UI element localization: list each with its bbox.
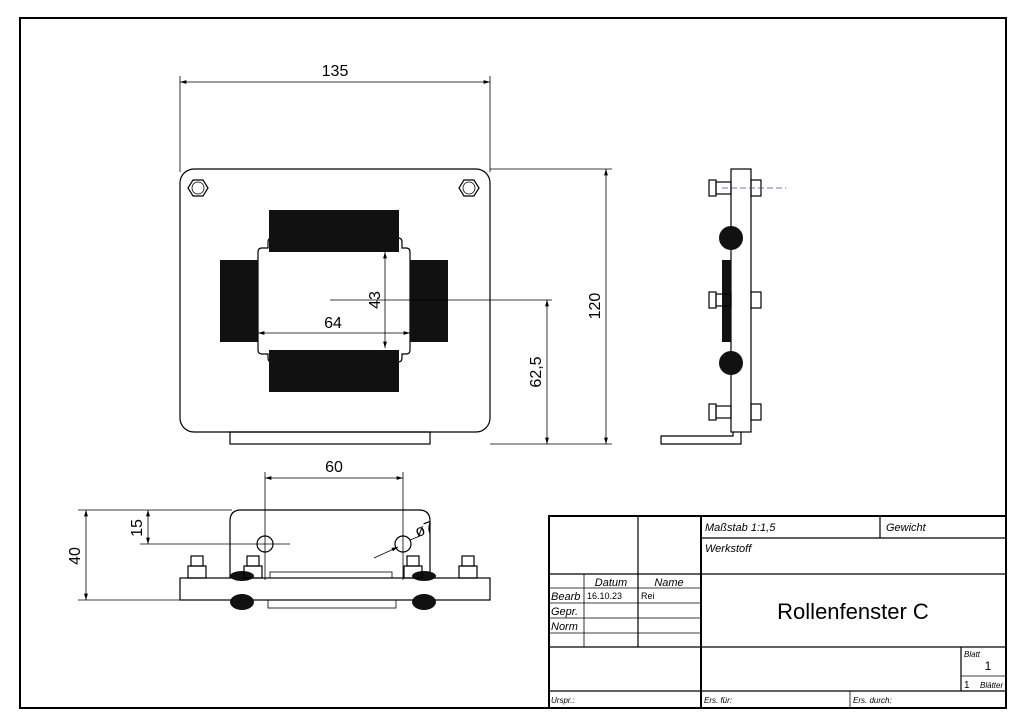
top-nut-2 xyxy=(243,555,263,579)
side-bolt-middle xyxy=(708,291,762,309)
top-nut-3 xyxy=(403,555,423,579)
tb-scale: Maßstab 1:1,5 xyxy=(705,522,776,534)
tb-replaces: Ers. für: xyxy=(704,696,732,705)
dim-height-40: 40 xyxy=(67,547,84,565)
tb-sheet-no: 1 xyxy=(985,659,992,673)
dim-height-62-5: 62,5 xyxy=(528,356,545,387)
bolt-head-left xyxy=(187,179,209,197)
tb-origin: Urspr.: xyxy=(551,696,575,705)
roller-top xyxy=(269,210,399,252)
tb-sheets-label: Blätter xyxy=(980,681,1003,690)
front-view xyxy=(179,168,552,445)
dim-gap-43: 43 xyxy=(367,291,384,309)
top-base-plate xyxy=(179,577,491,601)
tb-row-norm: Norm xyxy=(551,621,578,633)
wheel-right xyxy=(412,594,436,610)
tb-replaced-by: Ers. durch: xyxy=(853,696,892,705)
tb-col-name: Name xyxy=(654,577,683,589)
top-flange-lower xyxy=(267,599,397,609)
dim-offset-15: 15 xyxy=(129,519,146,537)
bolt-head-right xyxy=(458,179,480,197)
top-nut-1 xyxy=(187,555,207,579)
side-plate xyxy=(730,168,752,433)
wheel-left xyxy=(230,594,254,610)
side-roller-core xyxy=(722,260,731,342)
roller-left xyxy=(220,260,258,342)
side-bolt-bottom xyxy=(708,403,762,421)
side-l-bracket xyxy=(660,432,742,445)
top-dimensions: 60 40 15 ø7 xyxy=(67,459,436,601)
tb-row-gepr: Gepr. xyxy=(551,606,578,618)
sheet-frame xyxy=(19,17,1007,709)
side-roller-upper xyxy=(719,226,743,250)
tb-bearb-name: Rei xyxy=(641,591,655,601)
roller-right xyxy=(410,260,448,342)
dim-hole-spacing-60: 60 xyxy=(325,459,343,476)
tb-weight: Gewicht xyxy=(886,522,927,534)
dim-width-135: 135 xyxy=(322,63,349,80)
top-nut-4 xyxy=(458,555,478,579)
front-dimensions: 135 120 62,5 43 64 xyxy=(179,63,612,445)
top-view xyxy=(179,509,491,610)
tb-row-bearb: Bearb xyxy=(551,591,580,603)
title-block: Maßstab 1:1,5 Gewicht Werkstoff Datum Na… xyxy=(548,515,1007,709)
tb-drawing-title: Rollenfenster C xyxy=(777,599,929,624)
top-upright-plate xyxy=(229,509,431,578)
front-bottom-flange xyxy=(229,431,431,445)
roller-bottom xyxy=(269,350,399,392)
top-flange xyxy=(269,571,393,579)
tb-col-date: Datum xyxy=(595,577,627,589)
window-opening xyxy=(257,237,411,363)
dim-hole-diameter: ø7 xyxy=(413,519,436,541)
dim-height-120: 120 xyxy=(587,293,604,320)
tb-sheets-count: 1 xyxy=(964,680,970,691)
side-view xyxy=(660,168,786,445)
dim-gap-64: 64 xyxy=(324,315,342,332)
tb-material: Werkstoff xyxy=(705,543,752,555)
side-roller-lower xyxy=(719,351,743,375)
tb-bearb-date: 16.10.23 xyxy=(587,591,622,601)
tb-sheet-label: Blatt xyxy=(964,650,981,659)
